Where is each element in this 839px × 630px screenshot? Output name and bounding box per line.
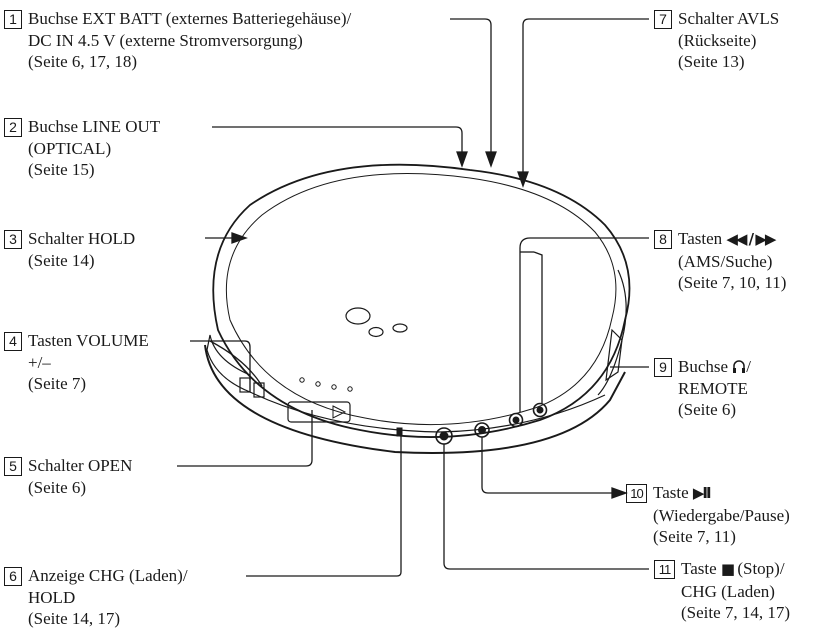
headphones-icon [733, 360, 746, 373]
callout-label: Schalter AVLS [678, 9, 780, 28]
callout-label: Tasten [678, 229, 723, 248]
callout-4: 4 Tasten VOLUME +/– (Seite 7) [4, 330, 149, 395]
leader-lines [177, 18, 649, 577]
callout-page-ref: (Seite 6, 17, 18) [28, 52, 138, 71]
callout-2: 2 Buchse LINE OUT (OPTICAL) (Seite 15) [4, 116, 160, 181]
callout-number: 1 [4, 10, 22, 29]
callout-page-ref: (Seite 6) [678, 400, 737, 419]
callout-label: Buchse [678, 357, 729, 376]
callout-page-ref: (Seite 14, 17) [28, 609, 121, 628]
callout-number: 7 [654, 10, 672, 29]
callout-5: 5 Schalter OPEN (Seite 6) [4, 455, 132, 498]
callout-11: 11 Taste ■ (Stop)/ CHG (Laden) (Seite 7, … [654, 558, 790, 624]
callout-label: Tasten VOLUME [28, 331, 149, 350]
callout-detail: (OPTICAL) [28, 138, 112, 158]
callout-detail: (Rückseite) [678, 30, 757, 50]
callout-number: 3 [4, 230, 22, 249]
callout-number: 4 [4, 332, 22, 351]
callout-6: 6 Anzeige CHG (Laden)/ HOLD (Seite 14, 17… [4, 565, 188, 630]
callout-number: 10 [626, 484, 647, 503]
callout-detail: (AMS/Suche) [678, 251, 773, 271]
callout-number: 9 [654, 358, 672, 377]
skip-back-forward-icon: ◀◀ / ▶▶ [726, 230, 776, 248]
callout-page-ref: (Seite 6) [28, 477, 87, 497]
callout-8: 8 Tasten ◀◀ / ▶▶ (AMS/Suche) (Seite 7, 10… [654, 228, 786, 294]
callout-page-ref: (Seite 7, 10, 11) [678, 273, 787, 292]
callout-label: Taste [681, 559, 717, 578]
callout-detail: (Wiedergabe/Pause) [653, 505, 790, 525]
callout-label: Schalter HOLD [28, 229, 136, 248]
callout-label: Buchse LINE OUT [28, 117, 161, 136]
callout-page-ref: (Seite 7) [28, 374, 87, 393]
callout-label: Schalter OPEN [28, 456, 133, 475]
callout-label: Taste [653, 483, 689, 502]
callout-7: 7 Schalter AVLS (Rückseite) (Seite 13) [654, 8, 779, 73]
callout-1: 1 Buchse EXT BATT (externes Batteriegehäu… [4, 8, 351, 73]
callout-label: Anzeige CHG (Laden)/ [28, 566, 188, 585]
callout-detail: REMOTE [678, 378, 748, 398]
callout-number: 5 [4, 457, 22, 476]
callout-page-ref: (Seite 15) [28, 160, 95, 179]
callout-label: Buchse EXT BATT (externes Batteriegehäus… [28, 9, 352, 28]
callout-page-ref: (Seite 7, 14, 17) [681, 603, 791, 622]
callout-detail: DC IN 4.5 V (externe Stromversorgung) [28, 30, 303, 50]
callout-detail: +/– [28, 352, 51, 372]
callout-10: 10 Taste ▶II (Wiedergabe/Pause) (Seite 7,… [626, 482, 790, 548]
stop-icon: ■ [720, 560, 735, 578]
callout-page-ref: (Seite 14) [28, 250, 95, 270]
play-pause-icon: ▶II [692, 484, 712, 502]
callout-number: 8 [654, 230, 672, 249]
callout-number: 6 [4, 567, 22, 586]
callout-number: 2 [4, 118, 22, 137]
callout-page-ref: (Seite 13) [678, 52, 745, 71]
callout-detail: HOLD [28, 587, 76, 607]
callout-detail: CHG (Laden) [681, 581, 775, 601]
callout-page-ref: (Seite 7, 11) [653, 527, 736, 546]
callout-number: 11 [654, 560, 675, 579]
callout-label-suffix: (Stop)/ [737, 559, 785, 578]
callout-3: 3 Schalter HOLD (Seite 14) [4, 228, 135, 271]
cd-player-illustration [204, 163, 631, 454]
